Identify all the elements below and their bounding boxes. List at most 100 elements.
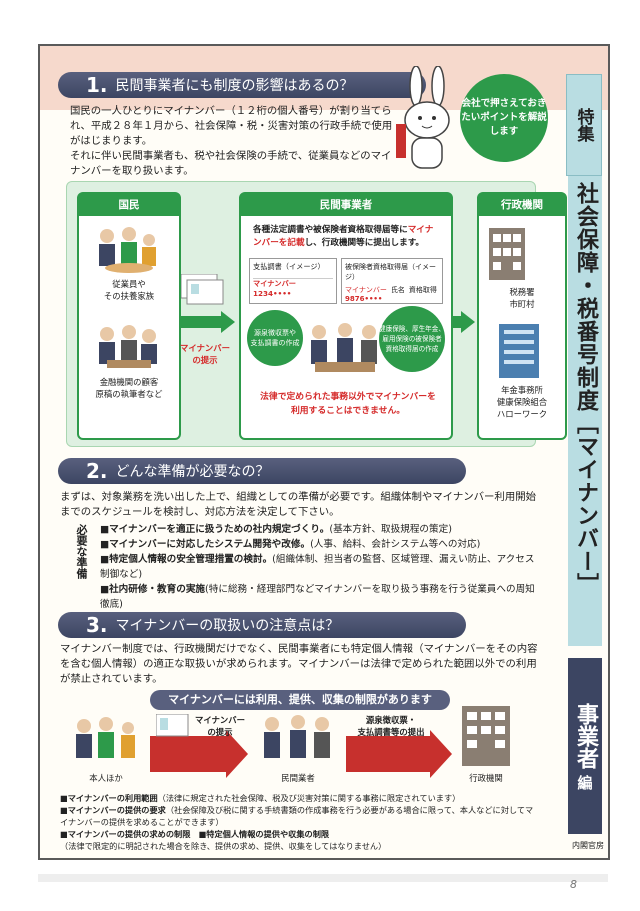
doc2-number: 9876•••• xyxy=(345,295,383,303)
note-3: ■マイナンバーの提供の求めの制限 ■特定個人情報の提供や収集の制限 （法律で限定的… xyxy=(60,828,540,852)
note-1-text: （法律に規定された社会保障、税及び災害対策に関する事務に限定されています） xyxy=(157,793,461,803)
company-staff-illustration-icon xyxy=(264,715,330,758)
section-1-title: 民間事業者にも制度の影響はあるの？ xyxy=(115,78,354,94)
company-heading: 民間事業者 xyxy=(241,194,451,216)
section-2-body: まずは、対象業務を洗い出した上で、組織としての準備が必要です。組織体制やマイナン… xyxy=(60,491,536,518)
doc2-col1: マイナンバー xyxy=(345,286,387,294)
prep-item-2-bold: ■マイナンバーに対応したシステム開発や改修。 xyxy=(100,539,311,550)
pension-office-building-icon xyxy=(499,324,539,378)
note-2: ■マイナンバーの提供の要求（社会保障及び税に関する手続書類の作成事務を行う必要が… xyxy=(60,804,540,828)
company-intro-red: マイナンバーを記載 xyxy=(253,225,434,248)
citizens-heading: 国民 xyxy=(79,194,179,216)
section-1-heading: 1. 民間事業者にも制度の影響はあるの？ xyxy=(58,72,426,98)
company-intro: 各種法定調書や被保険者資格取得届等にマイナンバーを記載し、行政機関等に提出します… xyxy=(253,224,441,250)
note-2-text: （社会保障及び税に関する手続書類の作成事務を行う必要がある場合に限って、本人など… xyxy=(60,805,534,827)
flow-arrow-1 xyxy=(150,736,226,772)
prep-item-2-note: (人事、給料、会計システム等への対応) xyxy=(310,539,481,550)
preparation-label: 必要な準備 xyxy=(75,524,88,579)
arrow-to-government xyxy=(453,316,463,328)
section-2-title: どんな準備が必要なの？ xyxy=(115,464,270,480)
government-label-tax: 税務署 市町村 xyxy=(509,287,535,309)
note-1: ■マイナンバーの利用範囲（法律に規定された社会保障、税及び災害対策に関する事務に… xyxy=(60,792,540,804)
prep-item-3-note: (組織体制、担当者の監督、区域管理、漏えい防止、アクセス制御など) xyxy=(100,554,535,580)
flow-arrow-2-head xyxy=(430,730,452,778)
mascot-rabbit-icon xyxy=(396,66,450,169)
page-frame: 1. 民間事業者にも制度の影響はあるの？ 国民の一人ひとりにマイナンバー（１２桁… xyxy=(38,44,610,860)
note-3-text: （法律で限定的に明記された場合を除き、提供の求め、提供、収集をしてはなりません） xyxy=(60,841,387,851)
section-3-body: マイナンバー制度では、行政機関だけでなく、民間事業者にも特定個人情報（マイナンバ… xyxy=(60,643,538,685)
limits-banner: マイナンバーには利用、提供、収集の制限があります xyxy=(150,690,450,710)
company-intro-b: し、行政機関等に提出します。 xyxy=(304,238,425,248)
insurance-circle: 健康保険、厚生年金、 雇用保険の被保険者 資格取得届の作成 xyxy=(379,306,445,372)
feature-label: 特集 xyxy=(566,74,602,176)
office-workers-illustration-icon xyxy=(311,323,377,372)
prep-item-3: ■特定個人情報の安全管理措置の検討。(組織体制、担当者の監督、区域管理、漏えい防… xyxy=(100,552,540,582)
government-heading: 行政機関 xyxy=(479,194,565,216)
edition-box: 事業者 編 xyxy=(568,658,602,834)
section-1-para-2: それに伴い民間事業者も、税や社会保険の手続で、従業員などのマイナンバーを取り扱い… xyxy=(70,150,392,177)
citizens-column: 国民 従業員や その扶養家族 金融機関の顧客 原稿の執筆者など xyxy=(77,192,181,440)
restriction-notes: ■マイナンバーの利用範囲（法律に規定された社会保障、税及び災害対策に関する事務に… xyxy=(60,792,540,852)
section-3-heading: 3. マイナンバーの取扱いの注意点は？ xyxy=(58,612,466,638)
section-3-title: マイナンバーの取扱いの注意点は？ xyxy=(115,618,340,634)
note-2-bold: ■マイナンバーの提供の要求 xyxy=(60,805,166,815)
government-column: 行政機関 税務署 市町村 年金事務所 健康保険組合 ハローワーク xyxy=(477,192,567,440)
family-illustration-icon xyxy=(99,227,156,273)
prep-item-3-bold: ■特定個人情報の安全管理措置の検討。 xyxy=(100,554,273,565)
usage-warning: 法律で定められた事務以外でマイナンバーを 利用することはできません。 xyxy=(260,392,436,416)
citizens-label-customers: 金融機関の顧客 原稿の執筆者など xyxy=(95,377,163,399)
edition-label: 事業者 xyxy=(573,702,598,769)
doc2-col3: 資格取得 xyxy=(408,286,437,294)
section-2-heading: 2. どんな準備が必要なの？ xyxy=(58,458,466,484)
prep-item-4-bold: ■社内研修・教育の実施 xyxy=(100,584,206,595)
flow-person-label: 本人ほか xyxy=(89,773,123,783)
preparation-list: ■マイナンバーを適正に扱うための社内規定づくり。(基本方針、取扱規程の策定) ■… xyxy=(100,522,540,612)
feature-title: 社会保障・税番号制度［マイナンバー］ xyxy=(568,176,602,646)
prep-item-1-bold: ■マイナンバーを適正に扱うための社内規定づくり。 xyxy=(100,524,330,535)
citizens-label-employees: 従業員や その扶養家族 xyxy=(103,279,155,301)
mynumber-card-icon xyxy=(181,274,224,305)
prep-item-1-note: (基本方針、取扱規程の策定) xyxy=(329,524,452,535)
prep-item-1: ■マイナンバーを適正に扱うための社内規定づくり。(基本方針、取扱規程の策定) xyxy=(100,522,540,537)
doc2-col2: 氏名 xyxy=(390,286,405,294)
arrow-to-company xyxy=(179,316,221,328)
agency-name: 内閣官房 xyxy=(572,841,604,850)
government-office-building-icon xyxy=(462,706,510,766)
flow-arrow-2 xyxy=(346,736,430,772)
withholding-circle: 源泉徴収票や 支払調書の作成 xyxy=(247,310,303,366)
prep-item-4-note: (特に総務・経理部門などマイナンバーを取り扱う事務を行う従業員への周知徹底) xyxy=(100,584,535,610)
flow-arrow-1-label: マイナンバー の提示 xyxy=(194,715,246,737)
doc1-number: マイナンバー1234•••• xyxy=(253,278,333,298)
note-3-bold: ■マイナンバーの提供の求めの制限 ■特定個人情報の提供や収集の制限 xyxy=(60,829,330,839)
flow-arrow-2-label: 源泉徴収票・ 支払調書等の提出 xyxy=(357,715,425,737)
flow-company-label: 民間業者 xyxy=(281,773,315,783)
flow-arrow-1-head xyxy=(226,730,248,778)
info-bubble: 会社で押さえておきたいポイントを解説します xyxy=(460,74,548,162)
government-label-pension: 年金事務所 健康保険組合 ハローワーク xyxy=(496,385,548,419)
customers-illustration-icon xyxy=(99,325,157,368)
section-1-body: 国民の一人ひとりにマイナンバー（１２桁の個人番号）が割り当てられ、平成２８年１月… xyxy=(70,104,400,179)
arrow-head-to-government xyxy=(461,311,475,333)
footer-strip xyxy=(38,874,608,882)
flow-diagram: 国民 従業員や その扶養家族 金融機関の顧客 原稿の執筆者など xyxy=(66,181,567,447)
note-1-bold: ■マイナンバーの利用範囲 xyxy=(60,793,158,803)
company-column: 民間事業者 各種法定調書や被保険者資格取得届等にマイナンバーを記載し、行政機関等… xyxy=(239,192,453,440)
doc2-header-row: マイナンバー 氏名 資格取得 xyxy=(345,285,439,295)
doc2-title: 被保険者資格取得届（イメージ） xyxy=(345,263,436,281)
flow-government-label: 行政機関 xyxy=(469,773,503,783)
individuals-illustration-icon xyxy=(76,717,135,758)
arrow-head-to-company xyxy=(221,311,235,333)
edition-suffix: 編 xyxy=(575,774,594,790)
company-intro-a: 各種法定調書や被保険者資格取得届等に xyxy=(253,225,408,235)
section-3-number: 3. xyxy=(86,613,108,637)
section-2-number: 2. xyxy=(86,459,108,483)
prep-item-2: ■マイナンバーに対応したシステム開発や改修。(人事、給料、会計システム等への対応… xyxy=(100,537,540,552)
page-number: 8 xyxy=(570,878,577,891)
prep-item-4: ■社内研修・教育の実施(特に総務・経理部門などマイナンバーを取り扱う事務を行う従… xyxy=(100,582,540,612)
section-1-number: 1. xyxy=(86,73,108,97)
section-1-para-1: 国民の一人ひとりにマイナンバー（１２桁の個人番号）が割り当てられ、平成２８年１月… xyxy=(70,105,393,147)
insurance-form-document: 被保険者資格取得届（イメージ） マイナンバー 氏名 資格取得 9876•••• xyxy=(341,258,443,304)
tax-office-building-icon xyxy=(489,228,525,280)
flow-card-icon xyxy=(156,714,189,737)
doc1-title: 支払調書（イメージ） xyxy=(253,262,325,271)
